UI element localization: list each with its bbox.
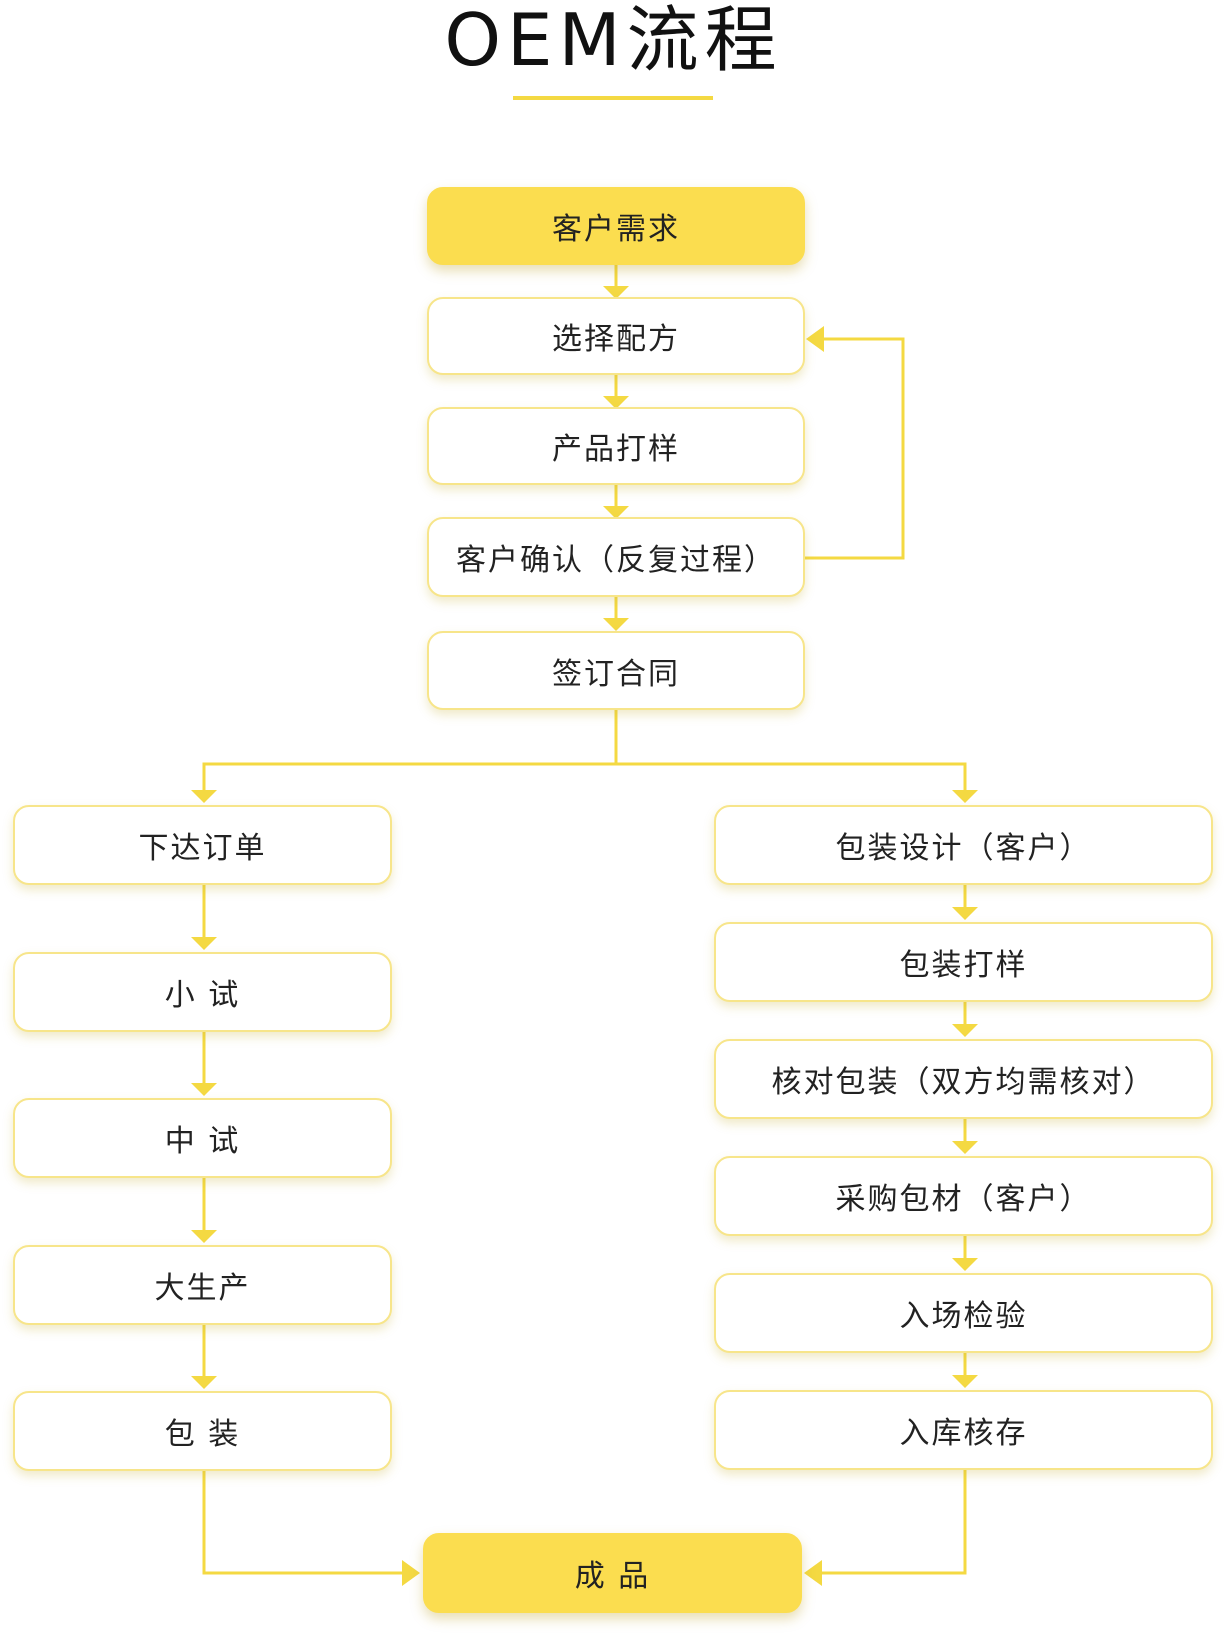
- node-label: 包装设计（客户）: [835, 831, 1092, 866]
- node-customer-demand: 客户需求: [427, 187, 805, 265]
- node-finished-product: 成 品: [423, 1533, 802, 1613]
- arrowhead: [402, 1560, 420, 1586]
- node-package-design: 包装设计（客户）: [714, 805, 1213, 885]
- node-packing: 包 装: [13, 1391, 392, 1471]
- node-label: 入库核存: [899, 1416, 1028, 1451]
- arrowhead: [191, 1376, 217, 1389]
- node-label: 包装打样: [899, 948, 1028, 983]
- node-purchase-material: 采购包材（客户）: [714, 1156, 1213, 1236]
- node-product-sample: 产品打样: [427, 407, 805, 485]
- arrowhead: [952, 1024, 978, 1037]
- node-label: 包 装: [164, 1417, 241, 1452]
- connector-pack-final: [202, 1470, 402, 1575]
- node-label: 签订合同: [552, 656, 680, 692]
- node-incoming-inspection: 入场检验: [714, 1273, 1213, 1353]
- arrowhead: [603, 396, 629, 409]
- node-label: 客户确认（反复过程）: [456, 543, 776, 578]
- node-small-trial: 小 试: [13, 952, 392, 1032]
- arrowhead: [806, 326, 824, 352]
- arrowhead: [603, 286, 629, 299]
- arrowhead: [952, 1258, 978, 1271]
- node-label: 中 试: [164, 1124, 241, 1159]
- node-mid-trial: 中 试: [13, 1098, 392, 1178]
- node-check-package: 核对包装（双方均需核对）: [714, 1039, 1213, 1119]
- node-customer-confirm: 客户确认（反复过程）: [427, 517, 805, 597]
- arrowhead: [191, 790, 217, 803]
- node-label: 核对包装（双方均需核对）: [771, 1065, 1156, 1100]
- node-label: 采购包材（客户）: [835, 1182, 1092, 1217]
- node-sign-contract: 签订合同: [427, 631, 805, 710]
- node-label: 入场检验: [899, 1299, 1028, 1334]
- connector-split-right: [616, 762, 967, 790]
- node-label: 选择配方: [552, 322, 680, 357]
- arrowhead: [804, 1560, 822, 1586]
- node-mass-production: 大生产: [13, 1245, 392, 1325]
- connector-split: [202, 709, 618, 790]
- arrowhead: [603, 506, 629, 519]
- node-label: 小 试: [164, 978, 241, 1013]
- connector-stock-final: [822, 1469, 967, 1575]
- arrowhead: [191, 1083, 217, 1096]
- page-title: OEM流程: [444, 0, 783, 82]
- arrowhead: [191, 937, 217, 950]
- title-underline: [513, 96, 713, 100]
- node-warehouse-stock: 入库核存: [714, 1390, 1213, 1470]
- arrowhead: [952, 1141, 978, 1154]
- node-label: 下达订单: [138, 831, 267, 866]
- node-label: 成 品: [574, 1559, 651, 1594]
- arrowhead: [603, 618, 629, 631]
- node-select-formula: 选择配方: [427, 297, 805, 375]
- arrowhead: [952, 1375, 978, 1388]
- arrowhead: [952, 907, 978, 920]
- node-label: 大生产: [154, 1271, 251, 1306]
- node-place-order: 下达订单: [13, 805, 392, 885]
- node-package-sample: 包装打样: [714, 922, 1213, 1002]
- connector-feedback-loop: [804, 337, 905, 560]
- arrowhead: [952, 790, 978, 803]
- node-label: 客户需求: [552, 212, 680, 247]
- node-label: 产品打样: [552, 432, 680, 467]
- arrowhead: [191, 1230, 217, 1243]
